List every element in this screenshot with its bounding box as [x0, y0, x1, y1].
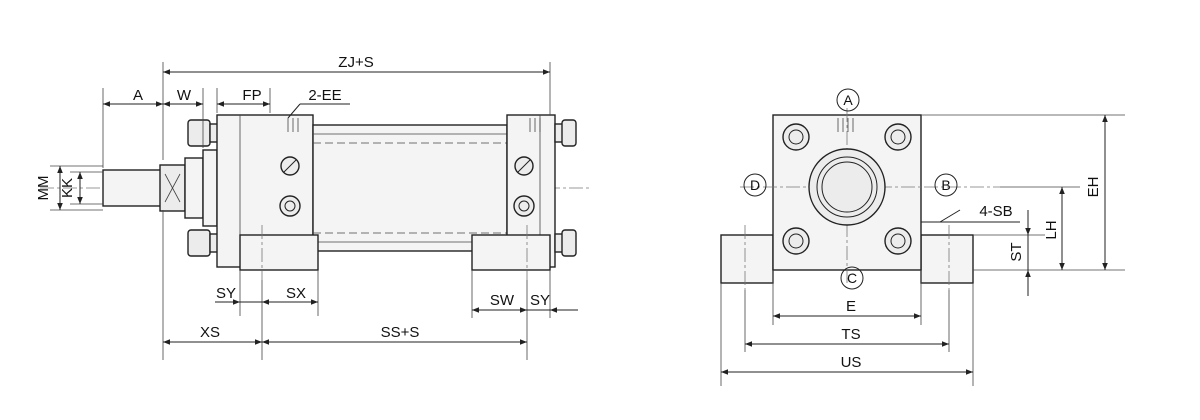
label-ss-s: SS+S: [381, 324, 420, 341]
port-d-marker: [743, 173, 767, 197]
label-sb: 4-SB: [979, 203, 1012, 220]
label-eh: EH: [1085, 177, 1102, 198]
port-rear: [513, 195, 535, 217]
foot-lug-rear: [471, 234, 551, 271]
port-front: [279, 195, 301, 217]
foot-mount-right: [920, 234, 974, 284]
label-sw: SW: [490, 292, 515, 309]
label-lh: LH: [1043, 220, 1060, 239]
label-st: ST: [1008, 242, 1025, 261]
label-sy-right: SY: [530, 292, 550, 309]
label-ee: 2-EE: [308, 87, 341, 104]
label-fp: FP: [242, 87, 261, 104]
port-a-label: A: [843, 92, 853, 108]
port-b-label: B: [941, 177, 950, 193]
label-sy-left: SY: [216, 285, 236, 302]
side-view: ZJ+S A W FP 2-EE MM KK SY SX XS: [35, 54, 590, 360]
rod-nut: [159, 164, 186, 212]
port-c-label: C: [847, 270, 857, 286]
tie-rod-nut-top-left: [187, 119, 211, 147]
label-sx: SX: [286, 285, 306, 302]
label-e: E: [846, 298, 856, 315]
tie-rod-nut-tl: [782, 123, 810, 151]
label-zj-s: ZJ+S: [338, 54, 373, 71]
tie-rod-nut-bottom-right: [561, 229, 577, 257]
label-xs: XS: [200, 324, 220, 341]
port-c-marker: [840, 266, 864, 290]
label-a: A: [133, 87, 143, 104]
cylinder-tube: [312, 124, 508, 252]
tie-rod-nut-tr: [884, 123, 912, 151]
port-b-marker: [934, 173, 958, 197]
tie-rod-nut-bl: [782, 227, 810, 255]
tie-rod-nut-top-right: [561, 119, 577, 147]
rod-gland: [184, 157, 204, 219]
gland-flange: [202, 149, 218, 227]
label-mm: MM: [35, 176, 52, 201]
tie-rod-nut-bottom-left: [187, 229, 211, 257]
label-ts: TS: [841, 326, 860, 343]
rod-bore: [808, 148, 886, 226]
foot-mount-left: [720, 234, 774, 284]
tie-rod-nut-br: [884, 227, 912, 255]
label-kk: KK: [59, 178, 76, 198]
piston-rod: [102, 169, 162, 207]
port-a-marker: [836, 88, 860, 112]
label-w: W: [177, 87, 192, 104]
label-us: US: [841, 354, 862, 371]
end-view: A B C D 4-SB EH LH ST E TS: [720, 88, 1125, 386]
port-d-label: D: [750, 177, 760, 193]
foot-lug-front: [239, 234, 319, 271]
